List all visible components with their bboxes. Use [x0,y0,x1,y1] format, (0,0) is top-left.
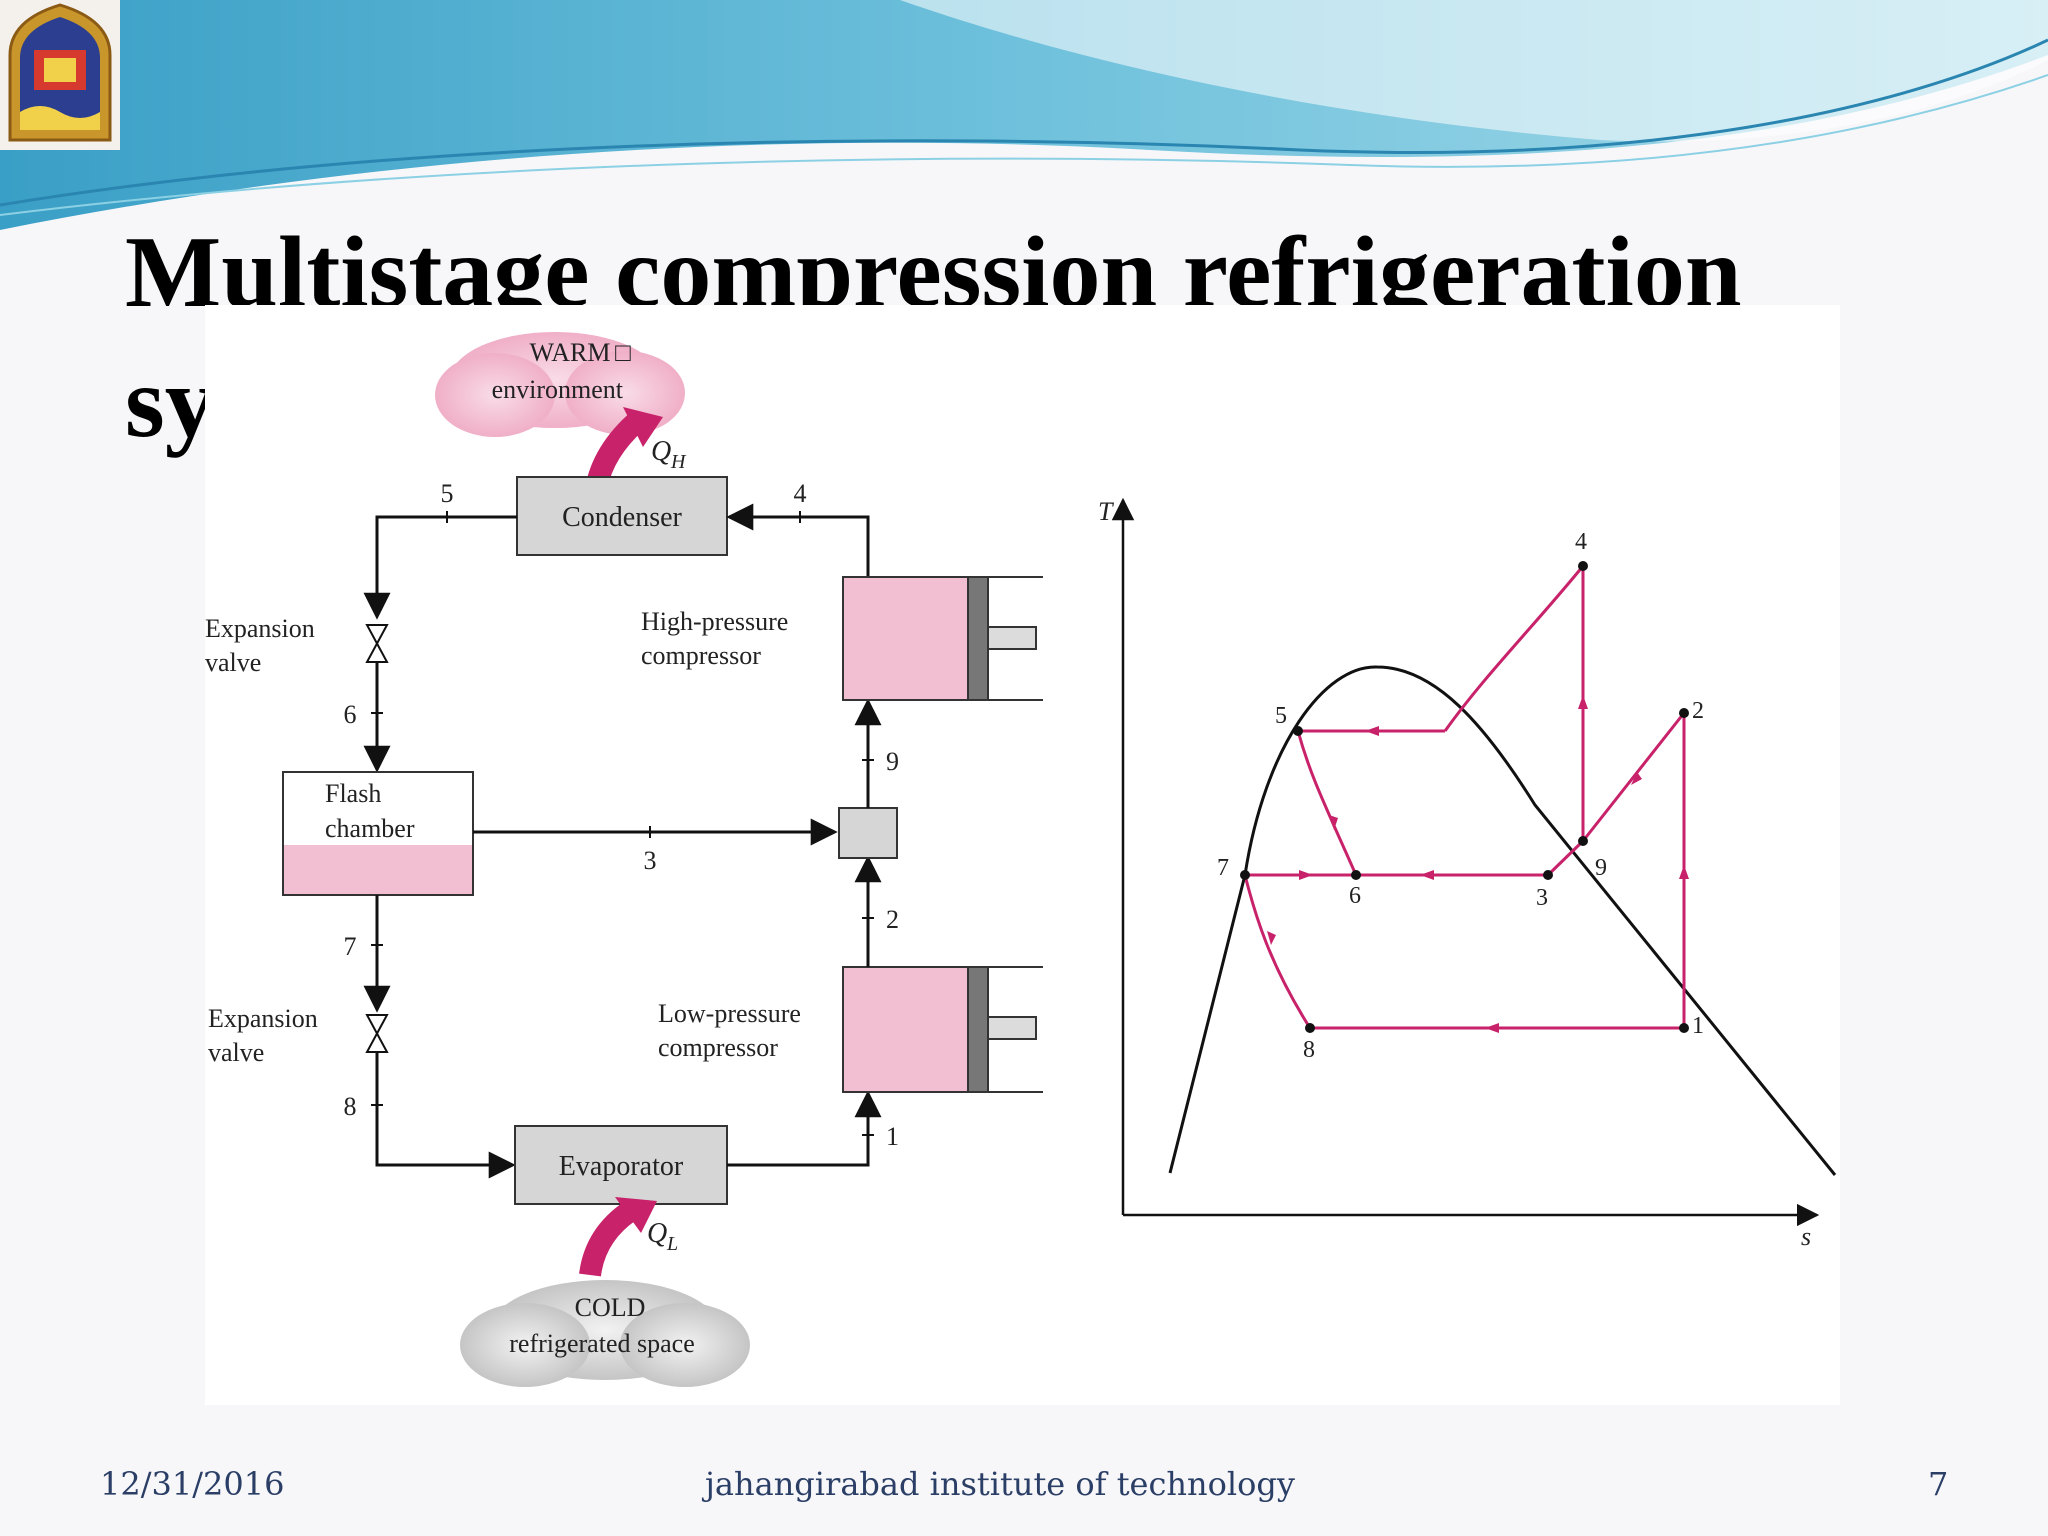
q-h-subscript: H [670,451,687,473]
expansion-valve-bottom [365,1014,389,1053]
ts-point-3: 3 [1536,885,1548,911]
cold-cloud-line1: COLD [575,1293,646,1322]
saturation-dome [1168,665,1837,1176]
hp-compressor-label-2: compressor [641,641,761,670]
figure-panel: WARM □ environment Q H Condenser 5 4 E [205,305,1840,1405]
t-s-diagram: T s [1098,497,1837,1251]
unknown-glyph-box: □ [615,338,631,367]
ts-point-5: 5 [1275,703,1287,729]
mixing-chamber [838,807,898,859]
q-l-subscript: L [666,1233,678,1255]
ts-point-2: 2 [1692,698,1704,724]
refrigeration-figure: WARM □ environment Q H Condenser 5 4 E [205,332,1837,1387]
state-label-2: 2 [886,905,899,934]
warm-cloud-line1: WARM [530,338,611,367]
cold-cloud-line2: refrigerated space [509,1329,694,1358]
expansion-valve-top [365,624,389,663]
ts-point-8: 8 [1303,1037,1315,1063]
expansion-valve-top-label-2: valve [205,648,261,677]
lp-compressor-label-1: Low-pressure [658,999,801,1028]
ts-point-4: 4 [1575,529,1587,555]
footer-institution: jahangirabad institute of technology [705,1465,1295,1503]
x-axis-label: s [1801,1222,1811,1251]
state-label-1: 1 [886,1122,899,1151]
ts-point-7: 7 [1217,855,1229,881]
state-label-3: 3 [644,846,657,875]
state-label-9: 9 [886,747,899,776]
cycle-schematic: WARM □ environment Q H Condenser 5 4 E [205,332,1043,1387]
ts-point-9: 9 [1595,855,1607,881]
header-wave-decoration [0,0,2048,230]
state-label-4: 4 [794,479,807,508]
expansion-valve-bottom-label-2: valve [208,1038,264,1067]
expansion-valve-top-label-1: Expansion [205,614,315,643]
process-lines [1243,565,1689,1033]
slide-number: 7 [1928,1465,1949,1503]
evaporator-label: Evaporator [559,1151,684,1182]
hp-compressor-label-1: High-pressure [641,607,788,636]
state-label-8: 8 [344,1092,357,1121]
footer-date: 12/31/2016 [100,1465,285,1503]
q-h-label: Q [651,436,671,467]
high-pressure-compressor [842,576,1043,701]
cold-space-cloud: COLD refrigerated space [460,1280,750,1387]
warm-cloud-line2: environment [492,375,624,404]
state-points [1240,561,1689,1033]
state-label-7: 7 [344,932,357,961]
y-axis-label: T [1098,497,1114,526]
expansion-valve-bottom-label-1: Expansion [208,1004,318,1033]
q-l-label: Q [647,1218,667,1249]
heat-absorption-arrow [579,1201,637,1277]
ts-point-6: 6 [1349,883,1361,909]
flash-chamber-label-2: chamber [325,814,415,843]
state-label-6: 6 [344,700,357,729]
flash-chamber-label-1: Flash [325,779,381,808]
state-label-5: 5 [441,479,454,508]
low-pressure-compressor [842,966,1043,1093]
ts-point-1: 1 [1692,1013,1704,1039]
institute-logo [0,0,120,150]
warm-environment-cloud: WARM □ environment [435,332,685,437]
lp-compressor-label-2: compressor [658,1033,778,1062]
condenser-label: Condenser [562,502,682,533]
